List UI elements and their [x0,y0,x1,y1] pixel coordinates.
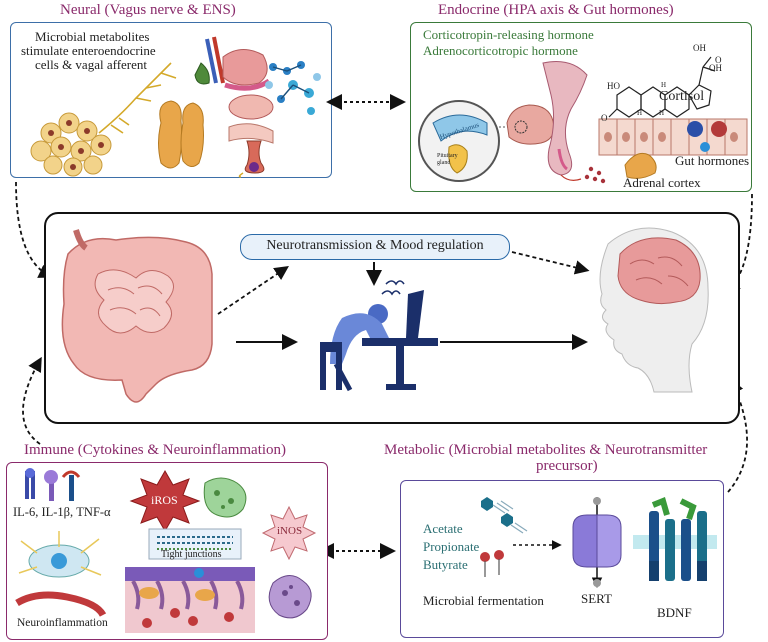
neuron-microglia-icon [15,531,107,617]
acetate-label: Acetate [423,521,463,536]
endocrine-panel: Corticotropin-releasing hormone Adrenoco… [410,22,752,192]
immune-to-center-arrow [22,356,42,445]
hormone-dots-icon [584,166,606,184]
neuroinflammation-label: Neuroinflammation [17,617,108,629]
pituitary-stalk-icon [542,61,588,176]
hpa-illustration [418,56,748,184]
cortisol-molecule-icon [608,56,716,118]
crh-label: Corticotropin-releasing hormone [423,27,594,42]
h-label-3: H [659,109,665,117]
enteroendocrine-cell-icon [228,123,274,178]
metabolic-illustration [480,496,717,588]
intestinal-epithelium-icon [598,118,748,156]
butyrate-label: Butyrate [423,557,468,572]
stressed-person-icon [320,280,438,392]
immune-illustration [15,468,317,633]
o-label-1: O [715,55,722,65]
gut-brain-axis-panel: Neurotransmission & Mood regulation [44,212,740,424]
iros-label: iROS [151,493,178,507]
gut-barrier-icon [125,567,255,633]
tissue-icon [158,100,204,169]
tight-junctions-label: Tight junctions [161,549,222,560]
gut-to-label-arrow [217,265,289,315]
h-label-2: H [661,81,667,89]
neural-title: Neural (Vagus nerve & ENS) [60,2,236,18]
sert-transporter-icon [572,497,622,588]
cytokine-receptors-icon [25,468,81,501]
scfa-acetate-icon [481,497,514,514]
microbial-fermentation-label: Microbial fermentation [423,593,544,608]
bdnf-receptor-icon [633,496,717,581]
endocrine-title: Endocrine (HPA axis & Gut hormones) [438,2,674,18]
vagal-nerve-icon [98,62,177,134]
o-label-2: O [601,113,608,123]
metabolite-molecules-icon [265,61,321,115]
neural-text-3: cells & vagal afferent [35,57,148,72]
oh-label-2: OH [709,63,722,73]
brain-icon [506,104,555,145]
adrenal-gland-icon [624,152,657,179]
oh-label-1: OH [693,43,706,53]
center-illustration [61,227,709,403]
mood-regulation-label: Neurotransmission & Mood regulation [266,238,484,253]
intestine-icon [61,229,213,403]
pituitary-label: Pituitary gland [437,153,458,166]
inos-label: iNOS [277,525,303,537]
label-to-brain-arrow [511,251,590,275]
cytokines-label: IL-6, IL-1β, TNF-α [13,505,111,519]
ho-label: HO [607,81,620,91]
tight-junctions-icon [148,528,242,560]
metabolic-title-line2: precursor) [536,458,598,474]
human-head-icon [599,227,709,393]
scfa-propionate-icon [501,513,528,534]
neural-text-1: Microbial metabolites [35,29,150,44]
vagal-afferent-illustration [30,36,321,178]
abdominal-organs-icon [194,36,274,120]
acth-label: Adrenocorticotropic hormone [423,43,578,58]
adrenal-cortex-label: Adrenal cortex [623,175,701,190]
inos-burst-icon [261,505,317,561]
bdnf-label: BDNF [657,605,692,620]
macrophage-icon [268,575,312,619]
hypothalamus-magnifier-icon [418,100,519,182]
immune-title: Immune (Cytokines & Neuroinflammation) [24,442,287,458]
neural-text-2: stimulate enteroendocrine [21,43,156,58]
propionate-label: Propionate [423,539,480,554]
arrow-icon [560,174,582,181]
mood-regulation-pill: Neurotransmission & Mood regulation [240,234,510,260]
gut-hormones-label: Gut hormones [675,153,750,168]
immune-panel: IL-6, IL-1β, TNF-α iROS iNOS Tight junct… [6,462,328,640]
neural-panel: Microbial metabolites stimulate enteroen… [10,22,332,178]
scfa-butyrate-icon [480,550,504,577]
bacteria-cluster-icon [203,477,247,518]
metabolic-panel: Acetate Propionate Butyrate Microbial fe… [400,480,724,638]
epithelial-cells-icon [30,112,112,177]
metabolic-title-line1: Metabolic (Microbial metabolites & Neuro… [384,442,708,458]
sert-label: SERT [581,591,613,606]
h-label-1: H [637,109,643,117]
cortisol-label: Cortisol [659,89,705,104]
